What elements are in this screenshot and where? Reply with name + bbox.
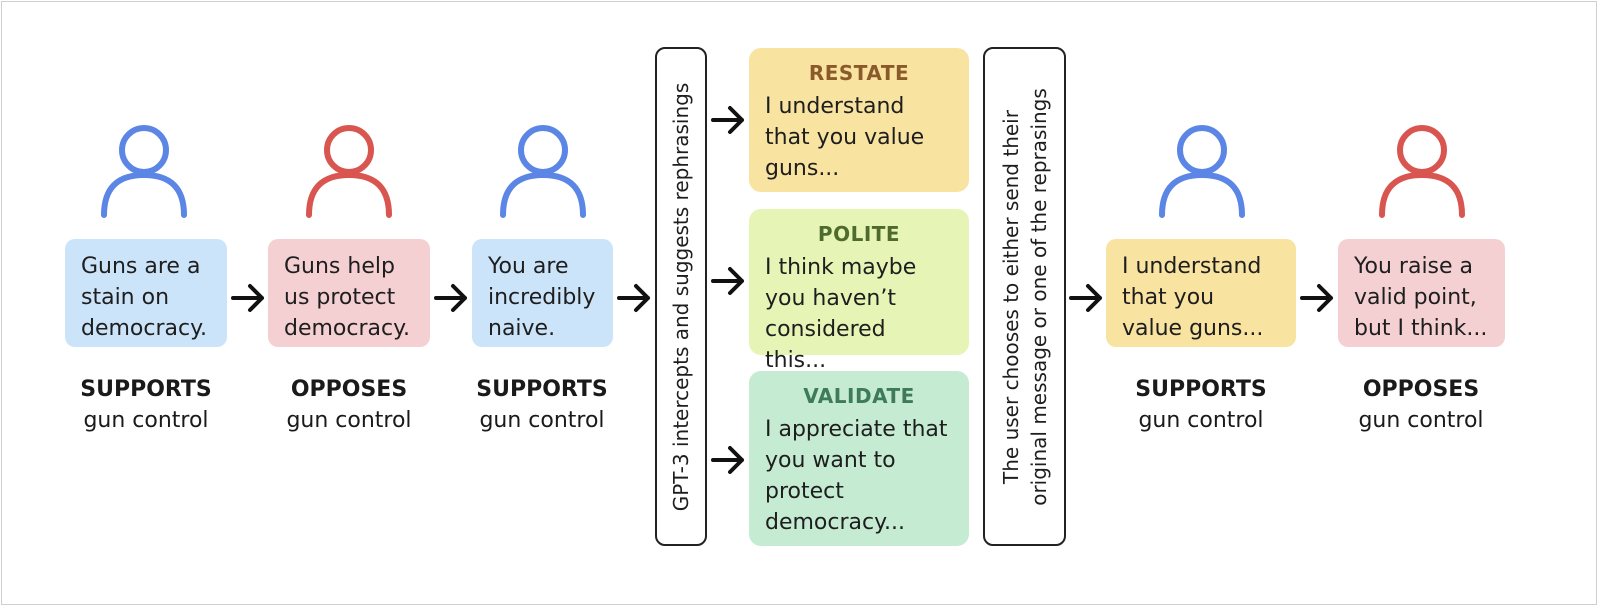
user-choice-box: The user chooses to either send their or…	[983, 47, 1066, 546]
stance-label: SUPPORTS	[1135, 377, 1267, 402]
rephrasing-text: I think maybe you haven’t considered thi…	[765, 255, 917, 373]
message-bubble: You raise a valid point, but I think...	[1338, 239, 1505, 347]
message-bubble: You are incredibly naive.	[472, 239, 613, 347]
stance-label: OPPOSES	[290, 377, 408, 402]
opposer-person-icon	[306, 125, 392, 218]
topic-label: gun control	[83, 408, 209, 433]
message-bubble: Guns help us protect democracy.	[268, 239, 430, 347]
user-choice-line: original message or one of the reprasing…	[1026, 87, 1051, 506]
stance-caption: SUPPORTS gun control	[452, 374, 632, 436]
topic-label: gun control	[1138, 408, 1264, 433]
supporter-person-icon	[101, 125, 187, 218]
arrow-right-icon	[434, 284, 467, 312]
stance-label: SUPPORTS	[476, 377, 608, 402]
arrow-right-icon	[1300, 284, 1333, 312]
rephrasing-card-polite: POLITE I think maybe you haven’t conside…	[749, 209, 969, 373]
arrow-right-icon	[711, 106, 744, 134]
stance-label: OPPOSES	[1362, 377, 1480, 402]
rephrasing-title: RESTATE	[808, 61, 910, 85]
rephrasing-title: POLITE	[817, 222, 901, 246]
message-bubble: I understand that you value guns...	[1106, 239, 1296, 347]
supporter-person-icon	[500, 125, 586, 218]
topic-label: gun control	[1358, 408, 1484, 433]
rephrasing-card-validate: VALIDATE I appreciate that you want to p…	[749, 371, 969, 546]
stance-caption: OPPOSES gun control	[259, 374, 439, 436]
arrow-right-icon	[231, 284, 264, 312]
stance-caption: SUPPORTS gun control	[56, 374, 236, 436]
stance-label: SUPPORTS	[80, 377, 212, 402]
rephrasing-title: VALIDATE	[803, 384, 915, 408]
arrow-right-icon	[711, 267, 744, 295]
arrow-right-icon	[1069, 284, 1102, 312]
rephrasing-card-restate: RESTATE I understand that you value guns…	[749, 48, 969, 192]
user-choice-label: The user chooses to either send their or…	[997, 88, 1053, 506]
message-bubble: Guns are a stain on democracy.	[65, 239, 227, 347]
arrow-right-icon	[711, 446, 744, 474]
supporter-person-icon	[1159, 125, 1245, 218]
user-choice-line: The user chooses to either send their	[998, 109, 1023, 484]
topic-label: gun control	[286, 408, 412, 433]
opposer-person-icon	[1379, 125, 1465, 218]
topic-label: gun control	[479, 408, 605, 433]
stance-caption: OPPOSES gun control	[1331, 374, 1511, 436]
rephrasing-text: I understand that you value guns...	[765, 94, 925, 181]
stance-caption: SUPPORTS gun control	[1111, 374, 1291, 436]
arrow-right-icon	[617, 284, 650, 312]
rephrasing-text: I appreciate that you want to protect de…	[765, 417, 948, 535]
intercept-label: GPT-3 intercepts and suggests rephrasing…	[669, 82, 693, 511]
intercept-box: GPT-3 intercepts and suggests rephrasing…	[655, 47, 707, 546]
